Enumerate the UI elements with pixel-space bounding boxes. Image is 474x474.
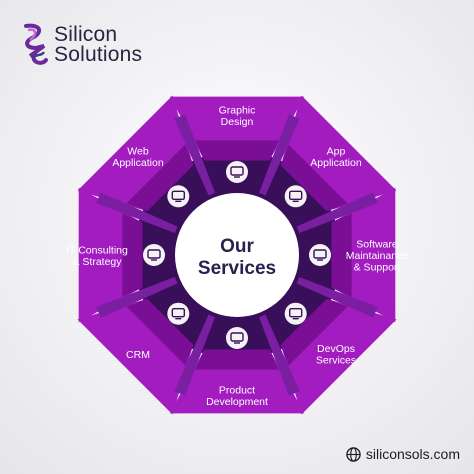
segment-divider — [296, 277, 378, 318]
segment-divider — [259, 114, 300, 196]
website-url[interactable]: siliconsols.com — [365, 446, 460, 462]
service-label: CRM — [126, 349, 150, 361]
segment-divider — [174, 114, 215, 196]
center-circle — [175, 193, 299, 317]
service-segment-band — [126, 144, 194, 212]
service-segment-band — [122, 213, 143, 297]
service-label: & Support — [354, 262, 401, 274]
service-label: App — [327, 145, 346, 157]
center-title-line1: Our — [220, 236, 254, 257]
service-label: Product — [219, 384, 255, 396]
service-label: & Strategy — [72, 256, 122, 268]
logo-mark-icon — [24, 23, 48, 65]
segment-divider — [296, 192, 378, 233]
service-segment-band — [195, 140, 279, 161]
product-development-icon — [226, 327, 248, 349]
service-label: Design — [221, 116, 254, 128]
software-support-icon — [309, 244, 331, 266]
service-segment-band — [126, 298, 194, 366]
segment-divider — [96, 277, 178, 318]
graphic-design-icon — [226, 161, 248, 183]
it-consulting-icon — [143, 244, 165, 266]
service-label: DevOps — [317, 343, 355, 355]
service-label: Software — [356, 239, 398, 251]
service-label: IT Consulting — [66, 244, 128, 256]
mobile-app-icon — [284, 185, 307, 208]
website-footer: siliconsols.com — [346, 446, 460, 462]
segment-divider — [96, 192, 178, 233]
segment-divider — [174, 314, 215, 396]
brand-name-line2: Solutions — [54, 43, 143, 66]
service-label: Application — [310, 157, 362, 169]
service-label: Services — [316, 355, 356, 367]
service-segment-band — [280, 144, 348, 212]
globe-icon — [346, 446, 361, 462]
service-label: Web — [127, 145, 149, 157]
service-label: Maintainance — [346, 250, 409, 262]
service-segment-band — [331, 213, 352, 297]
center-title-line2: Services — [198, 258, 276, 279]
crm-icon — [167, 302, 190, 325]
segment-divider — [259, 314, 300, 396]
company-logo: Silicon Solutions — [22, 22, 142, 68]
service-segment-band — [280, 298, 348, 366]
service-label: Development — [206, 396, 268, 408]
brand-name-line1: Silicon — [54, 23, 118, 46]
service-segment-band — [195, 349, 279, 370]
service-label: Graphic — [219, 104, 256, 116]
devops-icon — [284, 302, 307, 325]
web-application-icon — [167, 185, 190, 208]
service-label: Application — [112, 157, 164, 169]
